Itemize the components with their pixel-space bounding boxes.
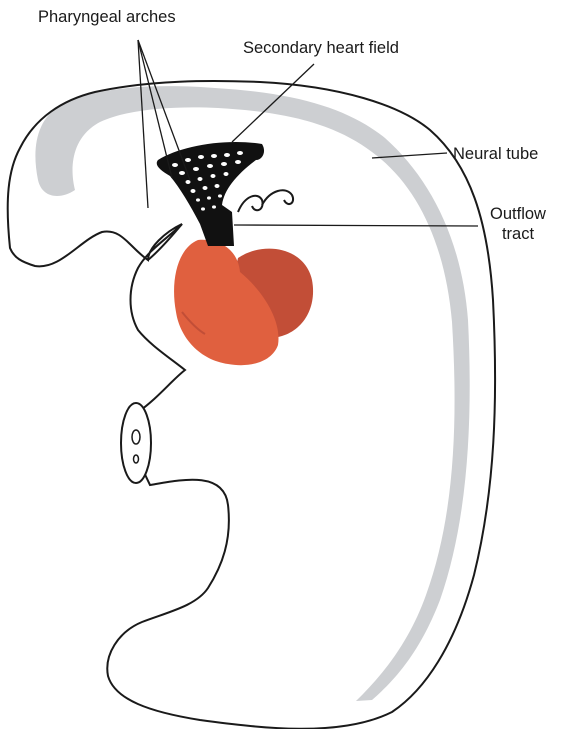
pharyngeal-pouches — [238, 190, 293, 212]
label-neural-tube: Neural tube — [453, 145, 538, 165]
secondary-heart-field — [157, 142, 264, 246]
umbilical-stalk — [121, 403, 151, 483]
label-pharyngeal-arches: Pharyngeal arches — [38, 8, 176, 28]
label-outflow-tract: Outflow tract — [482, 205, 554, 245]
neural-tube — [35, 86, 469, 701]
label-outflow-tract-line1: Outflow — [482, 205, 554, 225]
heart — [174, 240, 313, 365]
label-secondary-heart-field: Secondary heart field — [243, 39, 399, 59]
label-outflow-tract-line2: tract — [482, 225, 554, 245]
